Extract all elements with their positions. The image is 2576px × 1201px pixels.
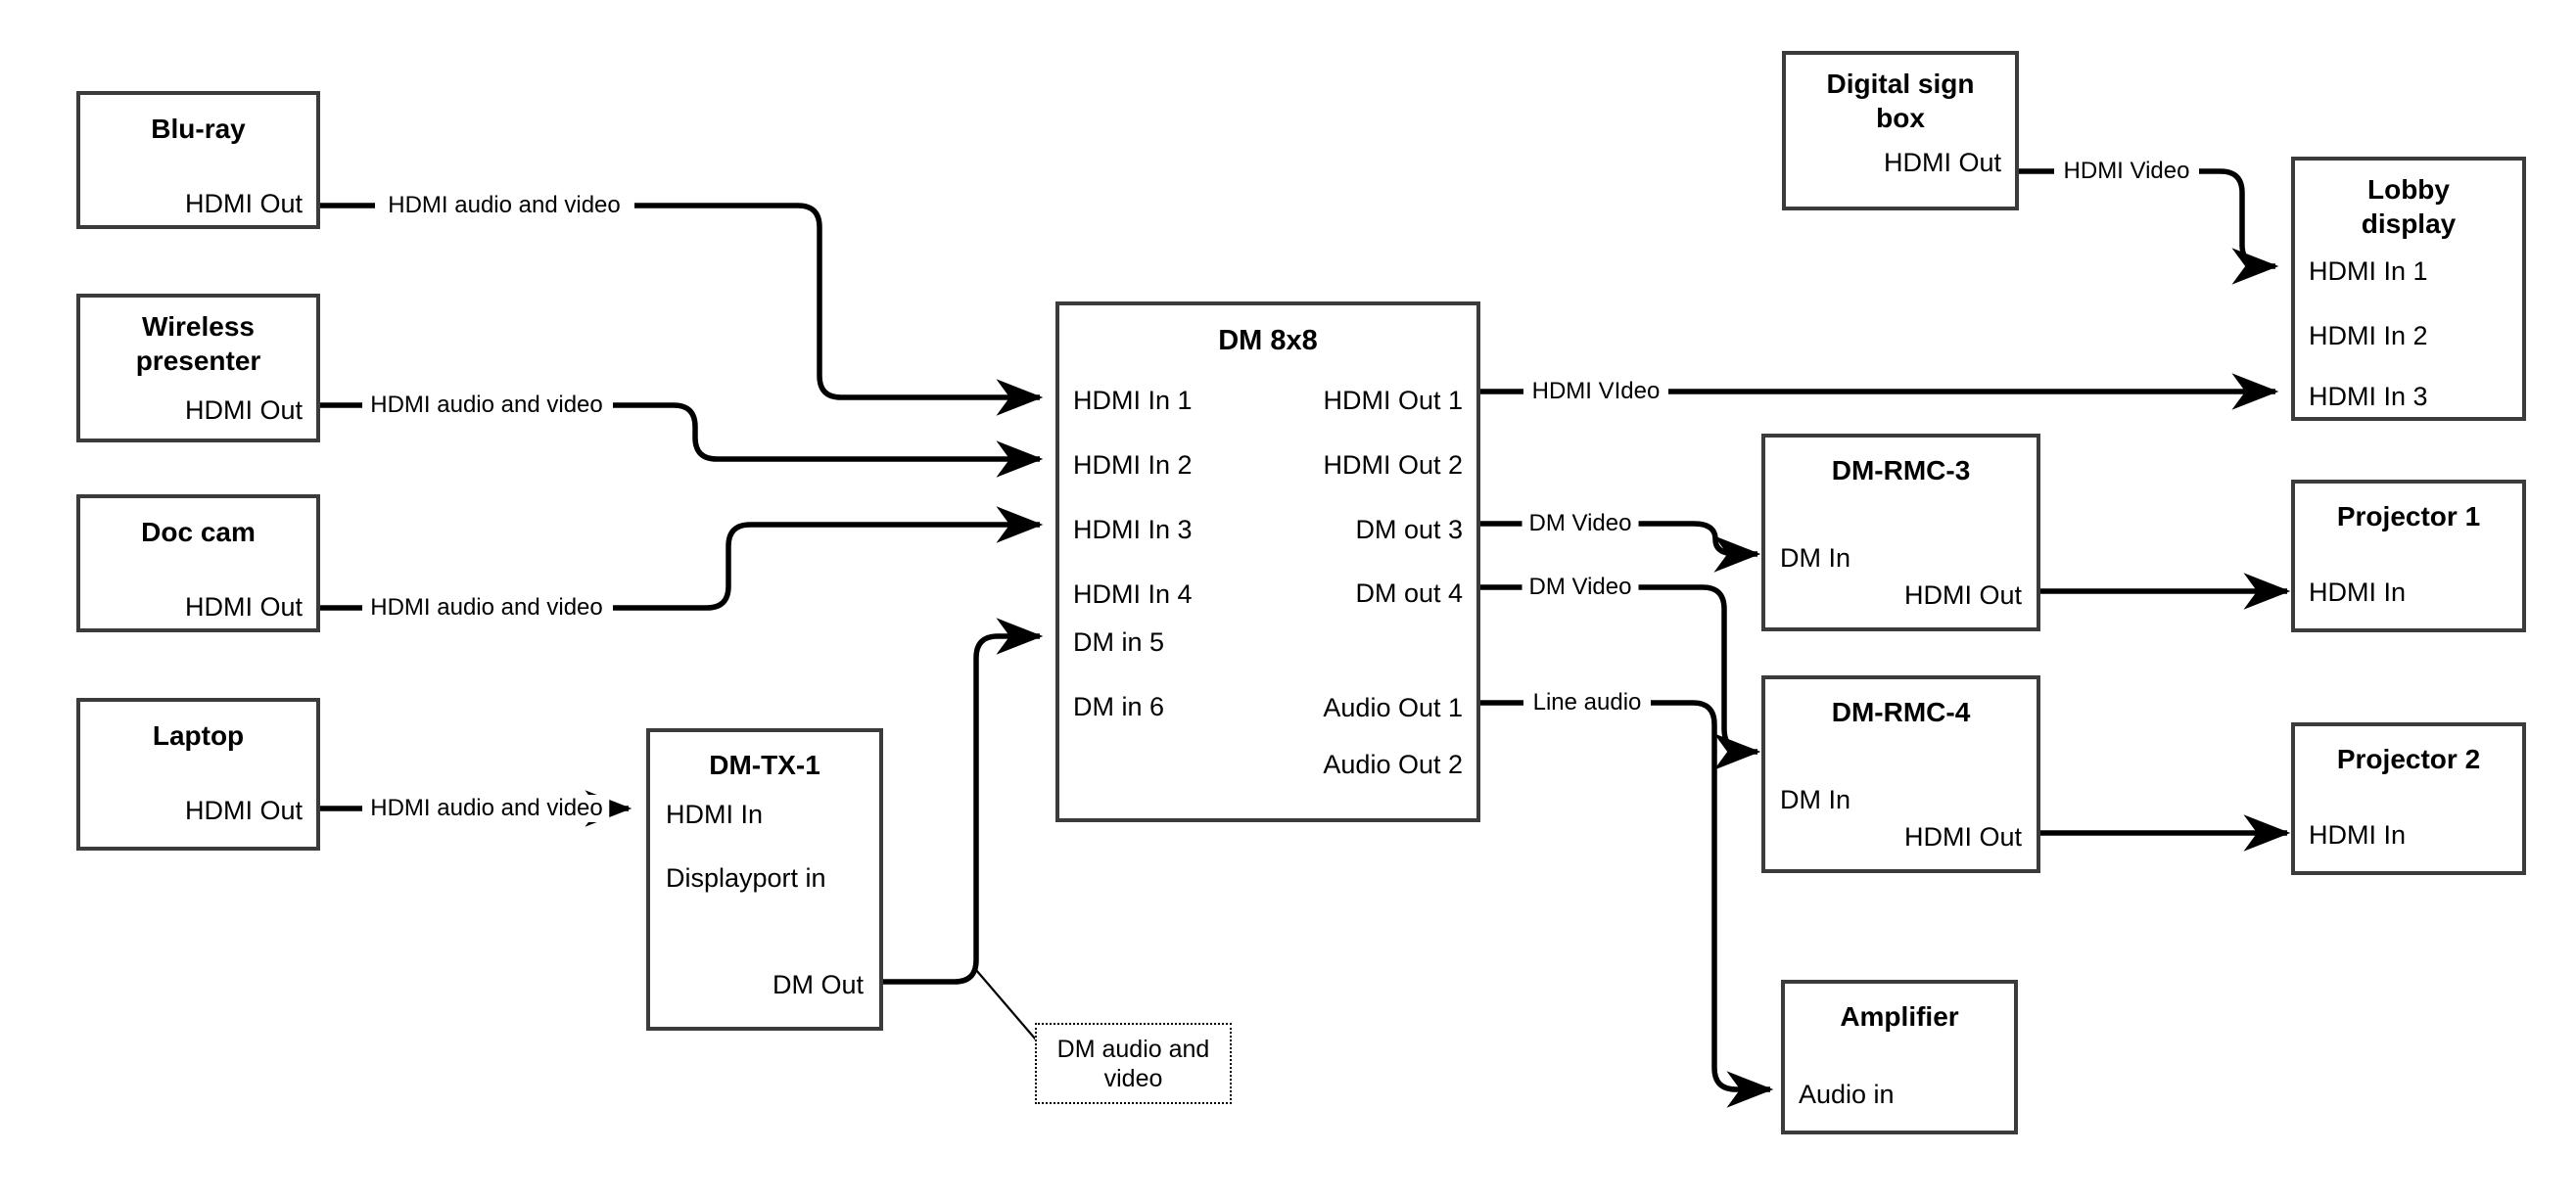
node-lobby-display-title-line1: Lobby (2367, 174, 2450, 205)
node-wireless-presenter-port-hdmi-out: HDMI Out (184, 395, 303, 425)
node-dm-rmc-4-port-hdmi-out: HDMI Out (1903, 822, 2022, 852)
node-digital-sign-box-title-line1: Digital sign (1826, 69, 1975, 99)
callout-dm-audio-and-video-line1: DM audio and (1056, 1035, 1210, 1063)
node-dm-8x8-output-hdmi-out-1: HDMI Out 1 (1323, 386, 1463, 415)
node-lobby-display-input-hdmi-in-2: HDMI In 2 (2309, 321, 2428, 350)
node-dm-rmc-4[interactable]: DM-RMC-4 DM In HDMI Out (1761, 675, 2040, 873)
node-dm-tx-1-title: DM-TX-1 (709, 750, 820, 780)
node-dm-8x8[interactable]: DM 8x8 HDMI In 1 HDMI In 2 HDMI In 3 HDM… (1055, 301, 1480, 822)
node-bluray[interactable]: Blu-ray HDMI Out (76, 91, 320, 229)
node-laptop-title: Laptop (152, 720, 245, 751)
node-dm-8x8-input-dm-in-6: DM in 6 (1073, 692, 1165, 721)
node-digital-sign-box-port-hdmi-out: HDMI Out (1883, 148, 2001, 177)
node-lobby-display-title-line2: display (2361, 208, 2457, 239)
node-dm-rmc-3-port-dm-in: DM In (1780, 543, 1851, 573)
node-dm-8x8-output-audio-out-2: Audio Out 2 (1323, 750, 1463, 779)
node-amplifier-title: Amplifier (1840, 1001, 1959, 1032)
node-projector-1-title: Projector 1 (2336, 501, 2481, 531)
node-dm-rmc-3-title: DM-RMC-3 (1831, 455, 1971, 485)
node-dm-rmc-4-port-dm-in: DM In (1780, 785, 1851, 814)
callout-dm-audio-and-video-line2: video (1103, 1064, 1163, 1092)
node-dm-8x8-output-dm-out-3: DM out 3 (1355, 515, 1463, 544)
node-doc-cam-title: Doc cam (141, 517, 256, 547)
node-amplifier-port-audio-in: Audio in (1799, 1080, 1895, 1109)
node-bluray-title: Blu-ray (151, 114, 246, 144)
node-dm-8x8-output-audio-out-1: Audio Out 1 (1323, 693, 1463, 722)
node-dm-8x8-output-hdmi-out-2: HDMI Out 2 (1323, 450, 1463, 480)
node-dm-tx-1-port-hdmi-in: HDMI In (666, 800, 764, 829)
node-projector-1-port-hdmi-in: HDMI In (2309, 577, 2407, 607)
wire-label-wireless-to-dm8x8: HDMI audio and video (363, 392, 610, 419)
node-wireless-presenter-title-line1: Wireless (142, 311, 255, 342)
wire-label-doccam-to-dm8x8: HDMI audio and video (363, 594, 610, 622)
node-dm-rmc-3[interactable]: DM-RMC-3 DM In HDMI Out (1761, 434, 2040, 631)
node-dm-8x8-input-dm-in-5: DM in 5 (1073, 627, 1165, 657)
node-projector-1[interactable]: Projector 1 HDMI In (2291, 480, 2526, 632)
wire-label-bluray-to-dm8x8: HDMI audio and video (381, 192, 628, 219)
node-dm-tx-1-port-displayport-in: Displayport in (666, 863, 826, 893)
wire-label-dm-out-4: DM Video (1522, 574, 1639, 601)
node-dm-rmc-4-title: DM-RMC-4 (1831, 697, 1971, 727)
node-doc-cam[interactable]: Doc cam HDMI Out (76, 494, 320, 632)
node-dm-8x8-input-hdmi-in-1: HDMI In 1 (1073, 386, 1193, 415)
node-dm-rmc-3-port-hdmi-out: HDMI Out (1903, 580, 2022, 610)
node-laptop[interactable]: Laptop HDMI Out (76, 698, 320, 851)
wire-label-dm-out-3: DM Video (1522, 510, 1639, 537)
wire-sign-to-lobby-b (2199, 168, 2279, 285)
node-projector-2-port-hdmi-in: HDMI In (2309, 820, 2407, 850)
node-lobby-display[interactable]: Lobby display HDMI In 1 HDMI In 2 HDMI I… (2291, 157, 2526, 421)
node-dm-8x8-input-hdmi-in-3: HDMI In 3 (1073, 515, 1193, 544)
node-doc-cam-port-hdmi-out: HDMI Out (184, 592, 303, 622)
node-bluray-port-hdmi-out: HDMI Out (184, 189, 303, 218)
node-laptop-port-hdmi-out: HDMI Out (184, 796, 303, 825)
node-wireless-presenter-title-line2: presenter (135, 346, 261, 376)
wire-bluray-to-dm8x8-b (634, 203, 1044, 416)
wire-dmtx1-to-dm8x8 (883, 618, 1044, 985)
node-dm-8x8-input-hdmi-in-4: HDMI In 4 (1073, 579, 1193, 609)
wire-dm8x8-dmout4-b (1637, 584, 1761, 770)
node-dm-8x8-output-dm-out-4: DM out 4 (1355, 578, 1463, 608)
wire-dm8x8-dmout3-b (1637, 521, 1761, 573)
node-digital-sign-box-title-line2: box (1876, 103, 1925, 133)
node-digital-sign-box[interactable]: Digital sign box HDMI Out (1782, 51, 2019, 210)
node-wireless-presenter[interactable]: Wireless presenter HDMI Out (76, 294, 320, 442)
wire-doccam-to-dm8x8-b (613, 506, 1044, 611)
node-projector-2[interactable]: Projector 2 HDMI In (2291, 722, 2526, 875)
wire-wireless-to-dm8x8-b (613, 402, 1044, 478)
node-lobby-display-input-hdmi-in-3: HDMI In 3 (2309, 382, 2428, 411)
node-dm-tx-1[interactable]: DM-TX-1 HDMI In Displayport in DM Out (646, 728, 883, 1031)
wire-label-audio-out-1: Line audio (1525, 689, 1649, 716)
wire-label-hdmi-out-1: HDMI VIdeo (1524, 378, 1667, 405)
wire-dm8x8-audioout1-b (1651, 700, 1774, 1108)
node-dm-8x8-title: DM 8x8 (1218, 325, 1318, 356)
wire-label-sign-to-lobby: HDMI Video (2056, 158, 2197, 185)
node-dm-8x8-input-hdmi-in-2: HDMI In 2 (1073, 450, 1193, 480)
node-dm-tx-1-port-dm-out: DM Out (772, 970, 864, 999)
wire-label-laptop-to-dmtx1: HDMI audio and video (363, 795, 610, 822)
node-lobby-display-input-hdmi-in-1: HDMI In 1 (2309, 256, 2428, 286)
node-amplifier[interactable]: Amplifier Audio in (1781, 980, 2018, 1134)
node-projector-2-title: Projector 2 (2336, 744, 2481, 774)
callout-dm-audio-and-video: DM audio and video (1035, 1023, 1232, 1104)
